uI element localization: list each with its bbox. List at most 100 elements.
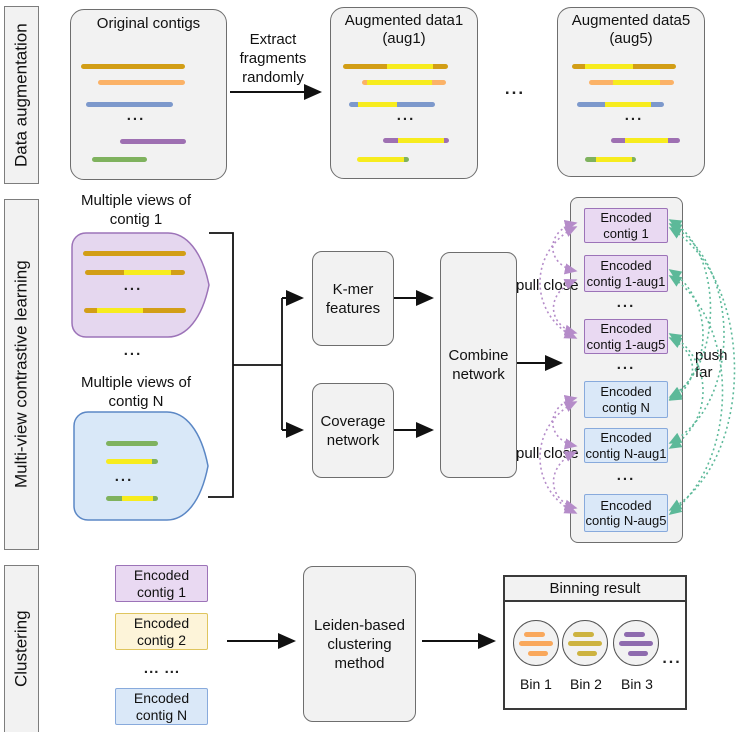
contig-bar — [81, 64, 185, 69]
bracket-branch — [233, 298, 283, 430]
bin-contig-bar — [519, 641, 553, 646]
bin-contig-bar — [624, 632, 645, 637]
bin-1-circle — [513, 620, 559, 666]
bin-3-label: Bin 3 — [621, 676, 653, 692]
bin-contig-bar — [568, 641, 602, 646]
combine-network-label: Combine network — [448, 347, 509, 383]
kmer-features-box: K-mer features — [312, 251, 394, 346]
section-label-data-augmentation: Data augmentation — [4, 6, 39, 184]
section-label-contrastive-learning: Multi-view contrastive learning — [4, 199, 39, 550]
push-far-label: push far — [695, 347, 728, 381]
encoded-contig-1aug5-box: Encoded contig 1-aug5 — [584, 319, 668, 354]
encoded-contig-label: Encoded contig N — [133, 689, 190, 723]
section-label-text: Data augmentation — [11, 23, 31, 167]
encoded-contig-label: Encoded contig N-aug5 — [585, 497, 667, 529]
encoded-contigN-aug5-box: Encoded contig N-aug5 — [584, 494, 668, 532]
ellipsis-between-views: ... — [123, 342, 143, 359]
encoded-stack-container — [570, 197, 683, 543]
encoded-contig-label: Encoded contig 1-aug5 — [586, 321, 666, 352]
augmented-contig-bar — [611, 138, 680, 143]
bin-contig-bar — [577, 651, 597, 656]
bin-contig-bar — [628, 651, 648, 656]
ellipsis: ... — [616, 356, 636, 373]
leiden-clustering-box: Leiden-based clustering method — [303, 566, 416, 722]
contig-bar — [120, 139, 186, 144]
contig-bar — [86, 102, 173, 107]
contig-bar — [98, 80, 185, 85]
encoded-contigN-aug1-box: Encoded contig N-aug1 — [584, 428, 668, 463]
encoded-contig-1aug1-box: Encoded contig 1-aug1 — [584, 255, 668, 292]
encoded-contig-label: Encoded contig 1-aug1 — [586, 258, 666, 289]
augmented-data5-title: Augmented data5 — [571, 12, 691, 29]
bin-contig-bar — [619, 641, 653, 646]
ellipsis: ... — [396, 107, 416, 124]
ellipsis-between-augmentations: ... — [504, 79, 526, 98]
view-bar — [83, 251, 186, 256]
encoded-contig-label: Encoded contig 2 — [133, 614, 190, 648]
section-label-text: Clustering — [11, 610, 31, 688]
view-bar — [85, 270, 185, 275]
clustering-encoded-contig2-box: Encoded contig 2 — [115, 613, 208, 650]
view-bar — [106, 459, 158, 464]
bin-contig-bar — [573, 632, 594, 637]
augmented-contig-bar — [577, 102, 664, 107]
augmented-contig-bar — [362, 80, 446, 85]
ellipsis-after-bins: ... — [662, 650, 682, 667]
ellipsis: ... — [616, 294, 636, 311]
bin-2-label: Bin 2 — [570, 676, 602, 692]
augmented-contig-bar — [349, 102, 435, 107]
encoded-contig-label: Encoded contig 1 — [133, 566, 190, 600]
leiden-clustering-label: Leiden-based clustering method — [314, 616, 405, 672]
original-contigs-box — [70, 9, 227, 180]
ellipsis: ... — [123, 277, 143, 294]
augmented-data5-box — [557, 7, 705, 177]
pull-close-label-2: pull close — [516, 445, 579, 462]
views-bracket — [208, 232, 234, 498]
augmented-data1-title: Augmented data1 — [344, 12, 464, 29]
bin-1-label: Bin 1 — [520, 676, 552, 692]
ellipsis: ... — [616, 467, 636, 484]
augmented-data1-subtitle: (aug1) — [382, 30, 426, 47]
original-contigs-title: Original contigs — [96, 15, 201, 32]
ellipsis: ... — [126, 107, 146, 124]
augmented-contig-bar — [585, 157, 636, 162]
bin-contig-bar — [524, 632, 545, 637]
binning-result-header: Binning result — [505, 577, 685, 602]
section-label-clustering: Clustering — [4, 565, 39, 732]
augmented-data1-box — [330, 7, 478, 179]
bin-3-circle — [613, 620, 659, 666]
bin-contig-bar — [528, 651, 548, 656]
section-label-text: Multi-view contrastive learning — [11, 260, 31, 489]
clustering-encoded-contigN-box: Encoded contig N — [115, 688, 208, 725]
contig-bar — [92, 157, 147, 162]
encoded-contigN-box: Encoded contig N — [584, 381, 668, 418]
multiple-views-contigN-blob — [73, 411, 209, 521]
ellipsis: ... — [624, 107, 644, 124]
binning-result-title: Binning result — [549, 580, 641, 597]
augmented-contig-bar — [383, 138, 449, 143]
clustering-encoded-contig1-box: Encoded contig 1 — [115, 565, 208, 602]
encoded-contig-label: Encoded contig N — [600, 384, 652, 415]
coverage-network-label: Coverage network — [320, 412, 386, 449]
pull-close-label-1: pull close — [516, 277, 579, 294]
bin-2-circle — [562, 620, 608, 666]
double-ellipsis: ... ... — [143, 660, 181, 677]
coverage-network-box: Coverage network — [312, 383, 394, 478]
augmented-data5-subtitle: (aug5) — [609, 30, 653, 47]
combine-network-box: Combine network — [440, 252, 517, 478]
augmented-contig-bar — [589, 80, 674, 85]
extract-fragments-label: Extract fragments randomly — [239, 31, 307, 86]
augmented-contig-bar — [357, 157, 409, 162]
view-bar — [84, 308, 186, 313]
ellipsis: ... — [114, 468, 134, 485]
encoded-contig-label: Encoded contig 1 — [600, 210, 652, 241]
encoded-contig-label: Encoded contig N-aug1 — [585, 430, 667, 461]
view-bar — [106, 441, 158, 446]
multiple-views-contig1-label: Multiple views of contig 1 — [80, 192, 192, 228]
multiple-views-contigN-label: Multiple views of contig N — [80, 374, 192, 410]
kmer-features-label: K-mer features — [325, 280, 381, 317]
augmented-contig-bar — [572, 64, 676, 69]
view-bar — [106, 496, 158, 501]
augmented-contig-bar — [343, 64, 448, 69]
